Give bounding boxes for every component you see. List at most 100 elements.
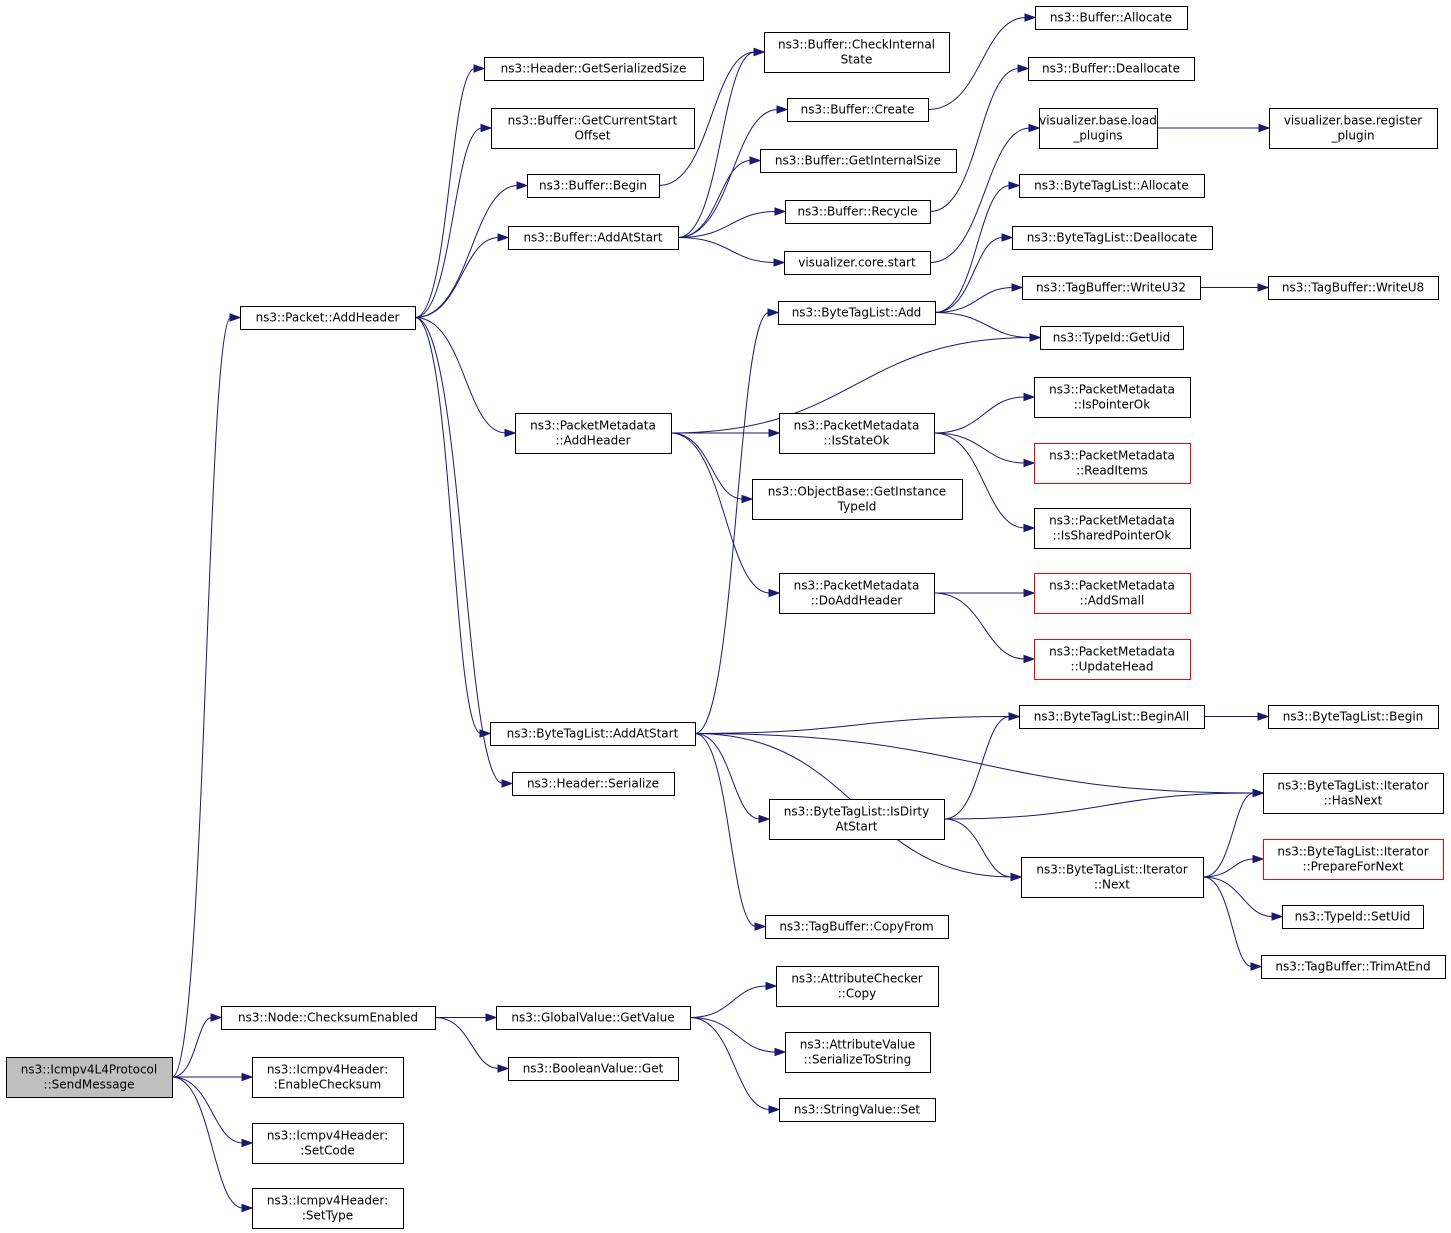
node-box [1028, 57, 1195, 81]
node-node-checksumenabled[interactable]: ns3::Node::ChecksumEnabled [221, 1006, 436, 1030]
node-bytetaglist-beginall[interactable]: ns3::ByteTagList::BeginAll [1019, 705, 1205, 729]
edge-arrowhead [504, 428, 517, 438]
node-label: _plugins [1072, 129, 1122, 143]
node-label: ns3::Buffer::AddAtStart [523, 231, 662, 245]
node-label: ::AddHeader [555, 434, 630, 448]
node-packetmetadata-readitems[interactable]: ns3::PacketMetadata::ReadItems [1034, 443, 1191, 484]
node-buffer-deallocate[interactable]: ns3::Buffer::Deallocate [1028, 57, 1195, 81]
node-buffer-recycle[interactable]: ns3::Buffer::Recycle [785, 200, 931, 224]
node-packetmetadata-addsmall[interactable]: ns3::PacketMetadata::AddSmall [1034, 573, 1191, 614]
node-buffer-addatstart[interactable]: ns3::Buffer::AddAtStart [508, 226, 679, 250]
node-packetmetadata-ispointerok[interactable]: ns3::PacketMetadata::IsPointerOk [1034, 377, 1191, 418]
node-label: ns3::Header::Serialize [527, 777, 659, 791]
node-buffer-allocate[interactable]: ns3::Buffer::Allocate [1035, 6, 1188, 30]
edge-arrowhead [210, 1013, 223, 1022]
node-visualizer-base-register-plugin[interactable]: visualizer.base.register_plugin [1269, 108, 1438, 149]
node-box [1269, 108, 1438, 149]
node-buffer-begin[interactable]: ns3::Buffer::Begin [527, 174, 660, 198]
node-tagbuffer-writeu8[interactable]: ns3::TagBuffer::WriteU8 [1268, 276, 1439, 300]
node-label: ns3::ByteTagList::Iterator [1277, 845, 1428, 859]
node-box [779, 573, 935, 614]
node-box [490, 722, 696, 746]
node-tagbuffer-trimatend[interactable]: ns3::TagBuffer::TrimAtEnd [1261, 955, 1446, 979]
node-box [512, 772, 675, 796]
node-icmpv4header-setcode[interactable]: ns3::Icmpv4Header::SetCode [252, 1123, 404, 1164]
edge-visualizer-core-start-to-visualizer-base-load-plugins [929, 127, 1031, 263]
edge-arrowhead [1252, 854, 1265, 864]
node-stringvalue-set[interactable]: ns3::StringValue::Set [779, 1098, 936, 1122]
node-box [752, 479, 963, 520]
node-visualizer-core-start[interactable]: visualizer.core.start [784, 251, 931, 275]
edge-arrowhead [497, 1064, 510, 1073]
edge-packetmetadata-isstateok-to-packetmetadata-readitems [933, 432, 1026, 464]
node-packetmetadata-doaddheader[interactable]: ns3::PacketMetadata::DoAddHeader [779, 573, 935, 614]
node-label: ns3::ByteTagList::Iterator [1277, 779, 1428, 793]
node-attributechecker-copy[interactable]: ns3::AttributeChecker::Copy [776, 966, 939, 1007]
node-typeid-getuid[interactable]: ns3::TypeId::GetUid [1040, 326, 1184, 350]
node-buffer-getinternalsize[interactable]: ns3::Buffer::GetInternalSize [760, 149, 957, 173]
node-buffer-create[interactable]: ns3::Buffer::Create [787, 98, 929, 122]
node-label: ns3::PacketMetadata [794, 419, 920, 433]
node-icmpv4header-enablechecksum[interactable]: ns3::Icmpv4Header::EnableChecksum [252, 1057, 404, 1098]
edge-arrowhead [1023, 458, 1036, 468]
node-globalvalue-getvalue[interactable]: ns3::GlobalValue::GetValue [496, 1006, 691, 1030]
edge-arrowhead [1011, 283, 1024, 292]
node-icmpv4header-settype[interactable]: ns3::Icmpv4Header::SetType [252, 1188, 404, 1229]
node-tagbuffer-writeu32[interactable]: ns3::TagBuffer::WriteU32 [1022, 276, 1201, 300]
edge-arrowhead [1023, 392, 1036, 402]
node-box [1268, 705, 1439, 729]
edge-arrowhead [776, 105, 789, 114]
node-box [252, 1123, 404, 1164]
node-bytetaglist-deallocate[interactable]: ns3::ByteTagList::Deallocate [1012, 226, 1213, 250]
edge-arrowhead [501, 779, 514, 788]
node-box [1021, 857, 1204, 898]
node-packetmetadata-updatehead[interactable]: ns3::PacketMetadata::UpdateHead [1034, 639, 1191, 680]
node-box [1039, 108, 1158, 149]
node-bytetaglist-begin[interactable]: ns3::ByteTagList::Begin [1268, 705, 1439, 729]
edge-arrowhead [1024, 13, 1037, 22]
node-box [1034, 377, 1191, 418]
node-box [765, 915, 949, 939]
node-packetmetadata-issharedpointerok[interactable]: ns3::PacketMetadata::IsSharedPointerOk [1034, 508, 1191, 549]
edge-bytetaglist-iterator-next-to-bytetaglist-iterator-preparefornext [1202, 858, 1255, 878]
node-box [764, 32, 950, 73]
node-label: ns3::ByteTagList::Add [792, 306, 922, 320]
node-header-getserializedsize[interactable]: ns3::Header::GetSerializedSize [484, 57, 704, 81]
edge-bytetaglist-addatstart-to-tagbuffer-copyfrom [694, 733, 757, 927]
node-attributevalue-serializetostring[interactable]: ns3::AttributeValue::SerializeToString [785, 1032, 931, 1073]
node-packetmetadata-isstateok[interactable]: ns3::PacketMetadata::IsStateOk [779, 413, 935, 454]
node-bytetaglist-addatstart[interactable]: ns3::ByteTagList::AddAtStart [490, 722, 696, 746]
node-packetmetadata-addheader[interactable]: ns3::PacketMetadata::AddHeader [515, 413, 672, 454]
node-bytetaglist-allocate[interactable]: ns3::ByteTagList::Allocate [1019, 174, 1205, 198]
node-visualizer-base-load-plugins[interactable]: visualizer.base.load_plugins [1039, 108, 1158, 149]
node-header-serialize[interactable]: ns3::Header::Serialize [512, 772, 675, 796]
node-label: ns3::ByteTagList::BeginAll [1034, 710, 1189, 724]
edge-packetmetadata-addheader-to-typeid-getuid [670, 337, 1032, 434]
edge-arrowhead [479, 729, 492, 738]
node-bytetaglist-add[interactable]: ns3::ByteTagList::Add [778, 301, 936, 325]
node-box [1034, 443, 1191, 484]
node-bytetaglist-iterator-hasnext[interactable]: ns3::ByteTagList::Iterator::HasNext [1263, 773, 1444, 814]
node-label: visualizer.core.start [798, 256, 916, 270]
node-label: ns3::Icmpv4Header: [267, 1129, 388, 1143]
node-label: ns3::ByteTagList::IsDirty [784, 805, 929, 819]
node-booleanvalue-get[interactable]: ns3::BooleanValue::Get [508, 1057, 679, 1081]
node-box [496, 1006, 691, 1030]
node-typeid-setuid[interactable]: ns3::TypeId::SetUid [1282, 905, 1424, 929]
edge-arrowhead [1008, 181, 1021, 190]
edge-arrowhead [1257, 712, 1270, 721]
node-bytetaglist-iterator-next[interactable]: ns3::ByteTagList::Iterator::Next [1021, 857, 1204, 898]
edge-arrowhead [1001, 233, 1014, 242]
node-box [784, 251, 931, 275]
node-packet-addheader[interactable]: ns3::Packet::AddHeader [240, 306, 416, 330]
node-label: ns3::TypeId::GetUid [1053, 331, 1171, 345]
node-bytetaglist-iterator-preparefornext[interactable]: ns3::ByteTagList::Iterator::PrepareForNe… [1263, 839, 1444, 880]
node-tagbuffer-copyfrom[interactable]: ns3::TagBuffer::CopyFrom [765, 915, 949, 939]
node-label: ns3::ObjectBase::GetInstance [768, 485, 946, 499]
node-box [252, 1188, 404, 1229]
node-send-message[interactable]: ns3::Icmpv4L4Protocol::SendMessage [6, 1057, 173, 1098]
